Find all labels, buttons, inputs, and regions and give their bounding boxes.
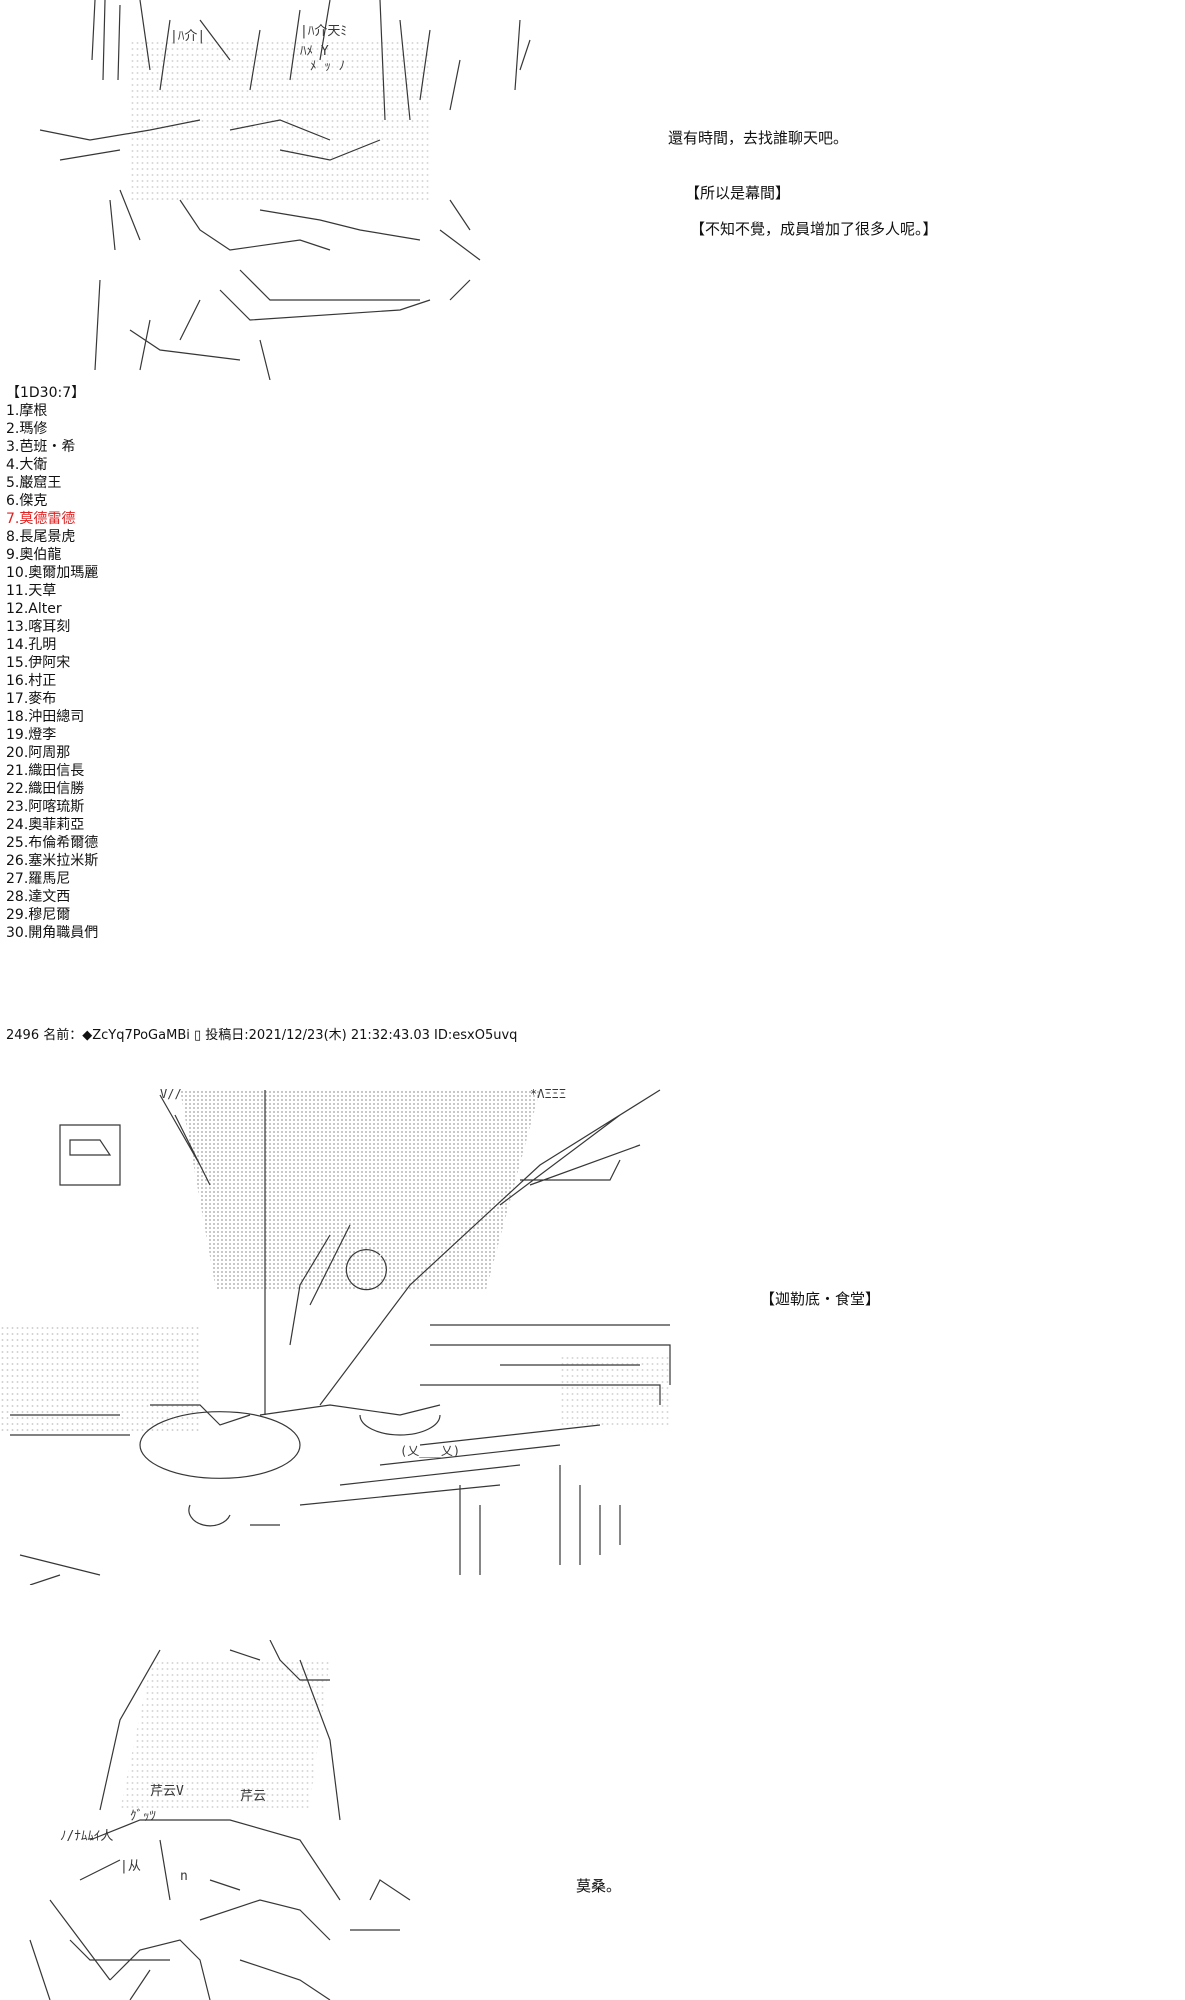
- roll-item: 18.沖田總司: [6, 709, 85, 725]
- svg-text:芹云: 芹云: [240, 1789, 266, 1804]
- roll-item: 22.織田信勝: [6, 781, 85, 797]
- roll-item: 8.長尾景虎: [6, 529, 76, 545]
- roll-header: 【1D30:7】: [6, 385, 86, 401]
- roll-item: 17.麥布: [6, 691, 57, 707]
- roll-item: 23.阿喀琉斯: [6, 799, 85, 815]
- roll-item: 11.天草: [6, 583, 57, 599]
- roll-item: 26.塞米拉米斯: [6, 853, 99, 869]
- roll-item: 1.摩根: [6, 403, 48, 419]
- svg-text:ｸﾞｯﾂ: ｸﾞｯﾂ: [130, 1809, 156, 1824]
- scene-location: 【迦勒底・食堂】: [760, 1290, 881, 1308]
- narration-line-2: 【所以是幕間】: [685, 184, 791, 202]
- ascii-art-character-bottom: 芹云V 芹云 ｸﾞｯﾂ ﾉ/ﾅﾑﾑｲ人 |从 n: [0, 1640, 440, 2000]
- roll-item: 5.巌窟王: [6, 475, 62, 491]
- roll-item-selected: 7.莫德雷德: [6, 511, 76, 527]
- roll-item: 3.芭班・希: [6, 439, 76, 455]
- roll-item: 13.喀耳刻: [6, 619, 71, 635]
- narration-line-1: 還有時間，去找誰聊天吧。: [668, 129, 849, 147]
- roll-item: 20.阿周那: [6, 745, 71, 761]
- roll-item: 28.達文西: [6, 889, 71, 905]
- roll-item: 15.伊阿宋: [6, 655, 71, 671]
- post-header: 2496 名前：◆ZcYq7PoGaMBi ▯ 投稿日:2021/12/23(木…: [6, 1028, 518, 1043]
- roll-item: 4.大衛: [6, 457, 48, 473]
- svg-text:|ﾊ介天ﾐ: |ﾊ介天ﾐ: [300, 24, 347, 39]
- roll-item: 12.Alter: [6, 601, 62, 617]
- roll-item: 9.奧伯龍: [6, 547, 62, 563]
- svg-text:ﾉ/ﾅﾑﾑｲ人: ﾉ/ﾅﾑﾑｲ人: [60, 1829, 113, 1844]
- roll-item: 2.瑪修: [6, 421, 48, 437]
- svg-text:ﾊﾒ Y: ﾊﾒ Y: [300, 44, 329, 59]
- roll-item: 21.織田信長: [6, 763, 85, 779]
- roll-item: 10.奧爾加瑪麗: [6, 565, 99, 581]
- narration-line-3: 【不知不覺，成員增加了很多人呢。】: [690, 220, 938, 238]
- svg-text:(乂___乂): (乂___乂): [400, 1444, 460, 1458]
- scene-speech: 莫桑。: [576, 1877, 622, 1895]
- roll-item: 14.孔明: [6, 637, 57, 653]
- svg-text:ﾒ ｯ ﾉ: ﾒ ｯ ﾉ: [310, 59, 345, 74]
- roll-item: 24.奧菲莉亞: [6, 817, 85, 833]
- svg-text:n: n: [180, 1869, 188, 1884]
- ascii-art-character-top: |ﾊ介| |ﾊ介天ﾐ ﾊﾒ Y ﾒ ｯ ﾉ: [0, 0, 560, 380]
- dice-roll-list: 【1D30:7】 1.摩根 2.瑪修 3.芭班・希 4.大衛 5.巌窟王 6.傑…: [6, 384, 98, 942]
- roll-item: 27.羅馬尼: [6, 871, 71, 887]
- roll-item: 29.穆尼爾: [6, 907, 71, 923]
- svg-text:|从: |从: [120, 1859, 141, 1874]
- roll-item: 19.燈李: [6, 727, 57, 743]
- roll-item: 16.村正: [6, 673, 57, 689]
- svg-text:|ﾊ介|: |ﾊ介|: [170, 29, 205, 44]
- roll-item: 30.開角職員們: [6, 925, 99, 941]
- ascii-art-cafeteria: V// *ΛΞΞΞ (乂___乂): [0, 1085, 680, 1585]
- svg-text:*ΛΞΞΞ: *ΛΞΞΞ: [530, 1087, 566, 1101]
- svg-text:V//: V//: [160, 1087, 182, 1101]
- roll-item: 25.布倫希爾德: [6, 835, 99, 851]
- svg-text:芹云V: 芹云V: [150, 1784, 184, 1799]
- roll-item: 6.傑克: [6, 493, 48, 509]
